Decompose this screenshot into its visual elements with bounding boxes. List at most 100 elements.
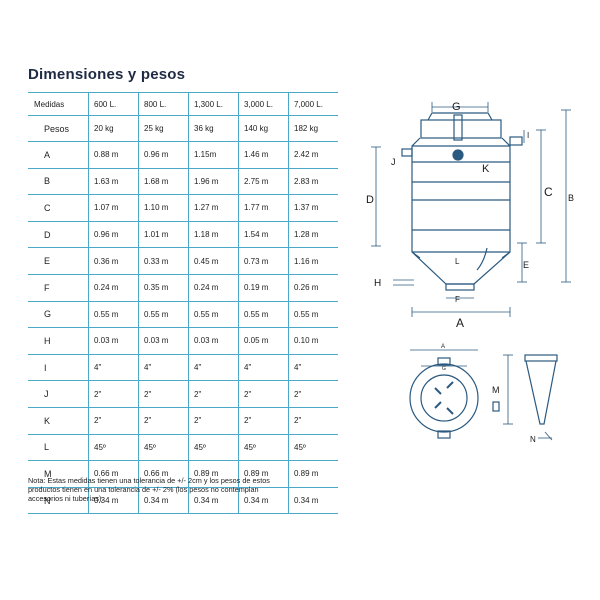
row-label: C: [28, 194, 89, 222]
label-j: J: [391, 157, 396, 167]
table-cell: 4": [238, 354, 289, 382]
row-label: E: [28, 247, 89, 275]
table-cell: 0.34 m: [88, 487, 139, 515]
table-cell: 2": [188, 407, 239, 435]
tank-top-view: [409, 349, 500, 439]
table-cell: 4": [138, 354, 189, 382]
table-cell: 0.96 m: [138, 141, 189, 169]
header-capacity: 7,000 L.: [288, 92, 338, 116]
table-cell: 0.34 m: [288, 487, 338, 515]
table-cell: 45º: [88, 434, 139, 462]
table-cell: 1.54 m: [238, 221, 289, 249]
label-h: H: [374, 278, 381, 289]
angle-l-arc: [476, 247, 488, 271]
table-cell: 2": [188, 380, 239, 408]
table-cell: 0.34 m: [238, 487, 289, 515]
top-view-label-a: A: [441, 344, 445, 350]
table-cell: 140 kg: [238, 115, 289, 142]
table-cell: 0.66 m: [88, 460, 139, 488]
row-label: H: [28, 327, 89, 355]
table-cell: 0.24 m: [88, 274, 139, 302]
table-cell: 0.55 m: [88, 301, 139, 329]
table-cell: 2.75 m: [238, 168, 289, 196]
table-cell: 2": [88, 407, 139, 435]
table-cell: 45º: [188, 434, 239, 462]
row-label: M: [28, 460, 89, 488]
row-label: F: [28, 274, 89, 302]
table-cell: 0.96 m: [88, 221, 139, 249]
table-cell: 0.55 m: [138, 301, 189, 329]
row-label: I: [28, 354, 89, 382]
table-cell: 0.55 m: [238, 301, 289, 329]
table-cell: 2": [88, 380, 139, 408]
table-cell: 1.63 m: [88, 168, 139, 196]
table-cell: 1.07 m: [88, 194, 139, 222]
tank-top-dome: [420, 119, 502, 139]
top-view-labels: A G: [441, 344, 446, 372]
table-cell: 1.96 m: [188, 168, 239, 196]
table-cell: 0.34 m: [138, 487, 189, 515]
accessory-side-view: [503, 354, 558, 441]
tank-side-view: [401, 112, 523, 291]
accessory-labels: M N: [492, 385, 536, 444]
table-cell: 1.18 m: [188, 221, 239, 249]
tank-left-wall: [411, 137, 421, 259]
table-cell: 2.42 m: [288, 141, 338, 169]
table-cell: 1.27 m: [188, 194, 239, 222]
label-i: I: [527, 131, 529, 140]
table-cell: 0.03 m: [188, 327, 239, 355]
table-cell: 0.45 m: [188, 247, 239, 275]
row-label: J: [28, 380, 89, 408]
label-m: M: [492, 385, 500, 395]
table-cell: 0.88 m: [88, 141, 139, 169]
table-cell: 0.89 m: [188, 460, 239, 488]
table-cell: 45º: [238, 434, 289, 462]
row-label: N: [28, 487, 89, 515]
header-capacity: 600 L.: [88, 92, 139, 116]
table-cell: 0.24 m: [188, 274, 239, 302]
table-cell: 1.10 m: [138, 194, 189, 222]
table-cell: 4": [288, 354, 338, 382]
table-cell: 2": [138, 407, 189, 435]
table-cell: 0.33 m: [138, 247, 189, 275]
tank-outlet: [445, 283, 475, 291]
table-cell: 0.89 m: [288, 460, 338, 488]
label-b: B: [568, 193, 574, 203]
table-cell: 1.77 m: [238, 194, 289, 222]
label-a: A: [456, 316, 464, 330]
label-l: L: [455, 257, 460, 266]
table-cell: 1.28 m: [288, 221, 338, 249]
table-cell: 0.03 m: [138, 327, 189, 355]
inlet-fitting-j: [401, 148, 413, 157]
table-cell: 0.34 m: [188, 487, 239, 515]
table-cell: 0.55 m: [288, 301, 338, 329]
table-cell: 0.55 m: [188, 301, 239, 329]
row-label: D: [28, 221, 89, 249]
table-cell: 2": [288, 380, 338, 408]
table-cell: 4": [88, 354, 139, 382]
table-cell: 0.05 m: [238, 327, 289, 355]
table-cell: 0.73 m: [238, 247, 289, 275]
table-cell: 36 kg: [188, 115, 239, 142]
row-label: K: [28, 407, 89, 435]
row-label: B: [28, 168, 89, 196]
table-cell: 45º: [288, 434, 338, 462]
label-k: K: [482, 163, 490, 175]
table-cell: 0.10 m: [288, 327, 338, 355]
fitting-i: [509, 136, 523, 146]
table-cell: 1.46 m: [238, 141, 289, 169]
table-cell: 1.37 m: [288, 194, 338, 222]
label-e: E: [523, 260, 529, 270]
header-capacity: 3,000 L.: [238, 92, 289, 116]
table-cell: 2": [238, 380, 289, 408]
row-label: A: [28, 141, 89, 169]
